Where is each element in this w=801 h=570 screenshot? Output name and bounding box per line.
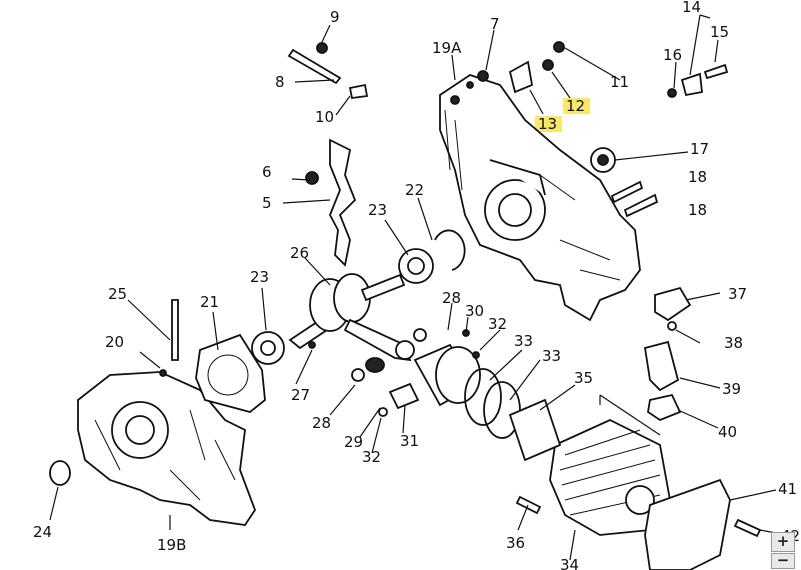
label-15: 15	[710, 23, 729, 41]
label-31: 31	[400, 432, 419, 450]
label-11: 11	[610, 73, 629, 91]
crankshaft-26	[288, 273, 415, 362]
zoom-out-button[interactable]: −	[771, 553, 795, 569]
zoom-in-button[interactable]: +	[771, 532, 795, 552]
label-5: 5	[262, 194, 272, 212]
label-25: 25	[108, 285, 127, 303]
label-13: 13	[538, 115, 557, 133]
label-7: 7	[490, 15, 500, 33]
label-32a: 32	[488, 315, 507, 333]
highlight-12	[563, 98, 590, 114]
label-19b: 19B	[157, 536, 186, 554]
label-14: 14	[682, 0, 701, 16]
label-24: 24	[33, 523, 52, 541]
highlight-13	[535, 116, 562, 132]
label-37: 37	[728, 285, 747, 303]
label-30: 30	[465, 302, 484, 320]
label-9: 9	[330, 8, 340, 26]
label-27: 27	[291, 386, 310, 404]
label-6: 6	[262, 163, 272, 181]
label-28a: 28	[442, 289, 461, 307]
bolts	[159, 41, 762, 538]
label-33b: 33	[542, 347, 561, 365]
label-26: 26	[290, 244, 309, 262]
label-34: 34	[560, 556, 579, 570]
label-36: 36	[506, 534, 525, 552]
label-10: 10	[315, 108, 334, 126]
label-22: 22	[405, 181, 424, 199]
label-19a: 19A	[432, 39, 462, 57]
needle-bearing-28	[365, 357, 385, 373]
gasket-37	[654, 286, 692, 322]
label-23b: 23	[250, 268, 269, 286]
label-17: 17	[690, 140, 709, 158]
gasket-21	[195, 333, 266, 413]
label-41: 41	[778, 480, 797, 498]
plate-5	[329, 138, 357, 267]
label-12: 12	[566, 97, 585, 115]
label-33a: 33	[514, 332, 533, 350]
intake-39	[643, 340, 680, 392]
label-32b: 32	[362, 448, 381, 466]
crankcase-19b	[77, 371, 257, 526]
cylinder-34	[549, 419, 671, 536]
circlip-22	[434, 229, 466, 271]
gasket-40	[647, 393, 682, 422]
label-39: 39	[722, 380, 741, 398]
label-29: 29	[344, 433, 363, 451]
label-40: 40	[718, 423, 737, 441]
label-16: 16	[663, 46, 682, 64]
oil-seal-24	[49, 460, 71, 486]
label-8: 8	[275, 73, 285, 91]
label-18a: 18	[688, 168, 707, 186]
cover-41	[644, 478, 731, 570]
piston-30	[413, 343, 481, 407]
label-23a: 23	[368, 201, 387, 219]
label-28b: 28	[312, 414, 331, 432]
label-38: 38	[724, 334, 743, 352]
piston-ring-33a	[464, 368, 502, 426]
leader-lines	[49, 14, 777, 561]
label-35: 35	[574, 369, 593, 387]
label-18b: 18	[688, 201, 707, 219]
cylinder-gasket-35	[508, 398, 562, 462]
piston-pin-31	[388, 382, 420, 410]
crankcase-19a	[439, 74, 641, 322]
label-21: 21	[200, 293, 219, 311]
label-20: 20	[105, 333, 124, 351]
